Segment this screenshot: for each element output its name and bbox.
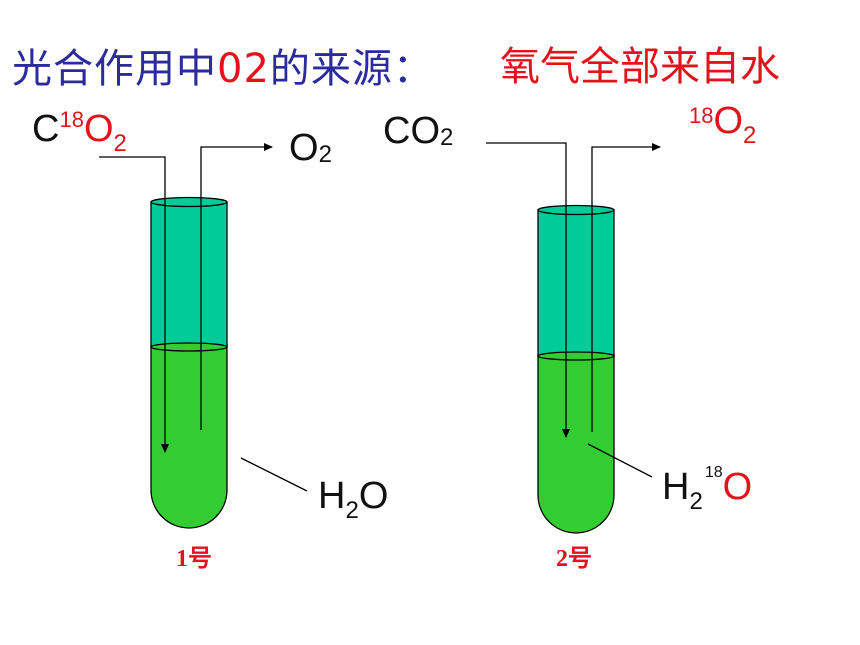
tube2-water-pointer <box>587 443 653 478</box>
tube2-mouth <box>537 204 615 216</box>
tube2-output-arrow <box>591 143 661 432</box>
test-tube-2 <box>537 204 615 534</box>
tube2-output-label: 18O2 <box>689 100 757 149</box>
tube1-output-arrow <box>200 143 273 430</box>
title-suffix: 的来源： <box>269 46 434 92</box>
tube2-input-arrow <box>486 142 570 438</box>
tube1-gas <box>150 201 228 348</box>
test-tube-1 <box>150 196 228 529</box>
tube2-surface <box>537 351 615 361</box>
tube1-input-label: C18O2 <box>32 107 127 157</box>
tube2-caption: 2号 <box>556 546 592 572</box>
tube1-input-arrow <box>99 156 169 453</box>
title-highlight: 02 <box>217 46 270 92</box>
tube1-water <box>150 344 228 529</box>
tube2-gas <box>537 209 615 357</box>
tube1-output-label: O2 <box>289 127 332 169</box>
tube1-surface <box>150 342 228 352</box>
answer-text: 氧气全部来自水 <box>500 44 780 90</box>
tube2-water-label: H218O <box>662 464 753 515</box>
title-prefix: 光合作用中 <box>12 46 217 92</box>
tube2-water <box>537 354 615 534</box>
tube1-mouth <box>150 196 228 208</box>
tube1-water-label: H2O <box>318 475 389 524</box>
page-title: 光合作用中02的来源： <box>12 36 434 94</box>
tube2-input-label: CO2 <box>383 110 454 152</box>
tube1-caption: 1号 <box>176 546 212 572</box>
tube1-water-pointer <box>240 457 308 492</box>
